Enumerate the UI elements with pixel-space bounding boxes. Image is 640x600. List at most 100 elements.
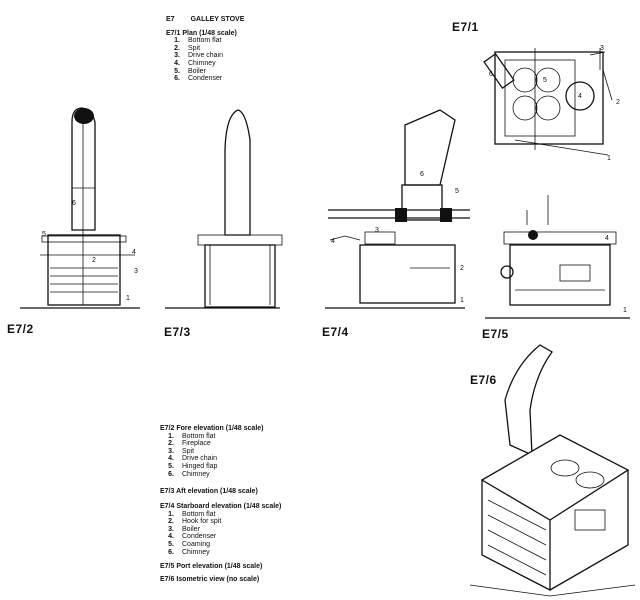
starboard-legend-item: 2. Hook for spit: [160, 518, 281, 526]
starboard-legend-item: 4. Condenser: [160, 533, 281, 541]
legend-text: Chimney: [182, 470, 210, 478]
fore-callout-3: 3: [134, 268, 138, 275]
isometric-view-drawing: [469, 344, 636, 597]
legend-text: Chimney: [188, 59, 216, 67]
starboard-elevation-drawing: 6 5 4 3 2 1: [325, 109, 470, 309]
port-callout-4: 4: [605, 235, 609, 242]
legend-text: Drive chain: [182, 455, 218, 463]
legend-text: Boiler: [182, 525, 200, 533]
plan-legend-item: 4. Chimney: [166, 60, 244, 68]
legend-number: 5.: [174, 67, 180, 75]
figure-label-e7-5: E7/5: [482, 327, 509, 341]
starboard-legend-item: 6. Chimney: [160, 549, 281, 557]
legend-text: Bottom flat: [182, 510, 216, 518]
starboard-legend-item: 1. Bottom flat: [160, 511, 281, 519]
legend-number: 1.: [168, 510, 174, 518]
legend-number: 2.: [168, 440, 174, 448]
starboard-heading: E7/4 Starboard elevation (1/48 scale): [160, 503, 282, 510]
legend-text: Boiler: [188, 67, 206, 75]
legend-text: Condenser: [182, 533, 217, 541]
figure-label-e7-3: E7/3: [164, 325, 191, 339]
fore-callout-4: 4: [132, 249, 136, 256]
starboard-callout-1: 1: [460, 297, 464, 304]
legend-number: 2.: [168, 518, 174, 526]
starboard-callout-3: 3: [375, 227, 379, 234]
legend-text: Condenser: [188, 75, 223, 83]
port-heading: E7/5 Port elevation (1/48 scale): [160, 563, 263, 570]
header-code: E7: [166, 16, 175, 23]
fore-callout-5: 5: [42, 231, 46, 238]
starboard-legend-block: E7/4 Starboard elevation (1/48 scale) 1.…: [160, 503, 281, 556]
plan-legend-item: 3. Drive chain: [166, 52, 244, 60]
document-header: E7 GALLEY STOVE: [166, 16, 244, 24]
legend-number: 5.: [168, 540, 174, 548]
plan-legend-item: 5. Boiler: [166, 68, 244, 76]
fore-callout-6: 6: [72, 200, 76, 207]
plan-callout-6: 6: [489, 71, 493, 78]
header-title: GALLEY STOVE: [190, 16, 245, 23]
legend-text: Drive chain: [188, 52, 224, 60]
title-block: E7 GALLEY STOVE E7/1 Plan (1/48 scale) 1…: [166, 16, 244, 83]
fore-legend-item: 6. Chimney: [160, 471, 264, 479]
plan-legend-item: 6. Condenser: [166, 75, 244, 83]
starboard-callout-4: 4: [331, 238, 335, 245]
plan-callout-3: 3: [600, 45, 604, 52]
legend-number: 4.: [168, 455, 174, 463]
starboard-legend-item: 5. Coaming: [160, 541, 281, 549]
figure-label-e7-1: E7/1: [452, 20, 479, 34]
legend-number: 3.: [174, 52, 180, 60]
legend-number: 3.: [168, 447, 174, 455]
plan-callout-1: 1: [607, 155, 611, 162]
starboard-callout-2: 2: [460, 265, 464, 272]
fore-legend-item: 2. Fireplace: [160, 440, 264, 448]
starboard-legend: 1. Bottom flat 2. Hook for spit 3. Boiler 4. Co…: [160, 511, 281, 557]
legend-number: 1.: [168, 432, 174, 440]
figure-label-e7-2: E7/2: [7, 322, 34, 336]
aft-heading: E7/3 Aft elevation (1/48 scale): [160, 488, 258, 495]
fore-legend-item: 3. Spit: [160, 448, 264, 456]
legend-number: 4.: [174, 59, 180, 67]
legend-number: 6.: [174, 75, 180, 83]
fore-callout-1: 1: [126, 295, 130, 302]
legend-text: Spit: [182, 447, 195, 455]
starboard-callout-5: 5: [455, 188, 459, 195]
plan-legend-item: 2. Spit: [166, 45, 244, 53]
legend-number: 1.: [174, 37, 180, 45]
legend-text: Bottom flat: [188, 37, 222, 45]
iso-heading: E7/6 Isometric view (no scale): [160, 576, 260, 583]
figure-label-e7-4: E7/4: [322, 325, 349, 339]
starboard-legend-item: 3. Boiler: [160, 526, 281, 534]
port-elevation-drawing: 4 1: [485, 195, 630, 319]
fore-legend-item: 1. Bottom flat: [160, 433, 264, 441]
plan-legend-item: 1. Bottom flat: [166, 37, 244, 45]
legend-number: 5.: [168, 462, 174, 470]
legend-text: Fireplace: [182, 440, 211, 448]
legend-number: 3.: [168, 525, 174, 533]
legend-number: 6.: [168, 470, 174, 478]
plan-heading: E7/1 Plan (1/48 scale): [166, 29, 237, 37]
legend-text: Hinged flap: [182, 462, 218, 470]
legend-text: Spit: [188, 44, 201, 52]
starboard-callout-6: 6: [420, 171, 424, 178]
fore-heading: E7/2 Fore elevation (1/48 scale): [160, 425, 264, 432]
fore-legend-block: E7/2 Fore elevation (1/48 scale) 1. Botto…: [160, 425, 264, 478]
plan-callout-5: 5: [543, 77, 547, 84]
legend-number: 4.: [168, 533, 174, 541]
port-callout-1: 1: [623, 307, 627, 314]
plan-legend: 1. Bottom flat 2. Spit 3. Drive chain 4. Chimne…: [166, 37, 244, 83]
legend-text: Chimney: [182, 548, 210, 556]
legend-text: Coaming: [182, 540, 211, 548]
fore-elevation-drawing: 6 5 2 4 3 1: [20, 107, 140, 309]
legend-number: 2.: [174, 44, 180, 52]
fore-callout-2: 2: [92, 257, 96, 264]
legend-text: Bottom flat: [182, 432, 216, 440]
fore-legend-item: 5. Hinged flap: [160, 463, 264, 471]
fore-legend: 1. Bottom flat 2. Fireplace 3. Spit 4. Drive ch…: [160, 433, 264, 479]
legend-number: 6.: [168, 548, 174, 556]
figure-label-e7-6: E7/6: [470, 373, 497, 387]
plan-view-drawing: 3 6 4 5 2 1: [483, 45, 620, 162]
plan-callout-4: 4: [578, 93, 582, 100]
fore-legend-item: 4. Drive chain: [160, 455, 264, 463]
legend-text: Hook for spit: [182, 518, 222, 526]
